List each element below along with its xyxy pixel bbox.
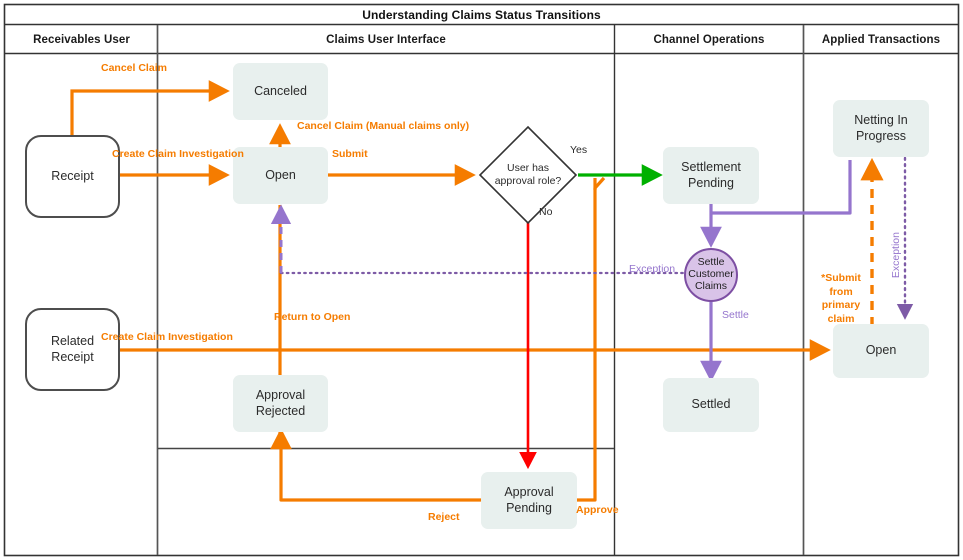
node-approval-pending[interactable]: Approval Pending xyxy=(481,472,577,529)
lane-header-claims-user-interface: Claims User Interface xyxy=(326,33,446,46)
edge-label-submit: Submit xyxy=(332,148,368,160)
node-open[interactable]: Open xyxy=(233,147,328,204)
lane-header-receivables-user: Receivables User xyxy=(33,33,130,46)
edge-label-approve: Approve xyxy=(576,504,619,516)
edge-label-exception-middle: Exception xyxy=(629,263,676,275)
node-user-has-approval-role[interactable]: User has approval role? xyxy=(494,162,562,187)
edge-label-no: No xyxy=(539,206,553,218)
node-related-receipt[interactable]: Related Receipt xyxy=(25,308,120,391)
edge-label-reject: Reject xyxy=(428,511,460,523)
node-settlement-pending[interactable]: Settlement Pending xyxy=(663,147,759,204)
edge-label-exception-right: Exception xyxy=(890,232,902,279)
edge-label-submit-from-primary-claim: *Submit from primary claim xyxy=(821,272,861,325)
node-decision-shape xyxy=(478,125,578,225)
node-applied-open[interactable]: Open xyxy=(833,324,929,378)
edge-label-settle: Settle xyxy=(722,309,749,321)
diagram-title: Understanding Claims Status Transitions xyxy=(362,8,601,22)
edge-label-cancel-claim: Cancel Claim xyxy=(101,62,167,74)
node-canceled[interactable]: Canceled xyxy=(233,63,328,120)
edge-label-cancel-claim-manual: Cancel Claim (Manual claims only) xyxy=(297,120,470,132)
node-netting-in-progress[interactable]: Netting In Progress xyxy=(833,100,929,157)
node-approval-rejected[interactable]: Approval Rejected xyxy=(233,375,328,432)
edge-label-yes: Yes xyxy=(570,144,588,156)
node-settle-customer-claims[interactable]: Settle Customer Claims xyxy=(684,248,738,302)
node-receipt[interactable]: Receipt xyxy=(25,135,120,218)
node-settled[interactable]: Settled xyxy=(663,378,759,432)
edge-label-return-to-open: Return to Open xyxy=(274,311,351,323)
edge-label-create-claim-investigation-2: Create Claim Investigation xyxy=(101,331,233,343)
lane-header-channel-operations: Channel Operations xyxy=(653,33,765,46)
lane-header-applied-transactions: Applied Transactions xyxy=(821,33,941,46)
edge-label-create-claim-investigation-1: Create Claim Investigation xyxy=(112,148,244,160)
